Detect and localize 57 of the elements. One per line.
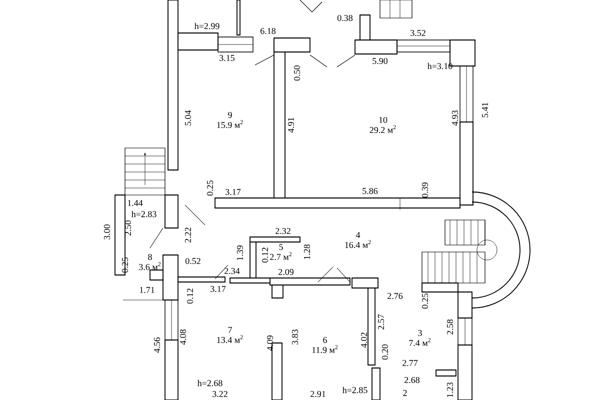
dimension-label: 4.93 (452, 110, 458, 126)
dimension-label: 1.39 (236, 246, 244, 260)
dimension-label: 2.76 (388, 292, 403, 300)
dimension-label: 2.91 (310, 390, 326, 398)
room-label: 4 16.4 м$^{2}$ (345, 232, 371, 248)
dimension-label: 3.17 (210, 286, 226, 292)
dimension-label: 3.00 (104, 224, 110, 240)
dimension-label: 2.22 (184, 228, 192, 242)
dimension-label: 4.02 (360, 332, 368, 348)
dimension-label: 0.12 (262, 248, 268, 263)
dimension-label: 1.28 (304, 244, 310, 260)
dimension-label: 3.52 (410, 30, 426, 36)
dimension-label: 5.90 (372, 58, 388, 64)
room-label: 9 15.9 м$^{2}$ (217, 112, 243, 128)
dimension-label: 0.12 (186, 288, 194, 304)
dimension-label: 3.17 (226, 188, 241, 196)
dimension-label: h=2.99 (194, 22, 220, 30)
dimension-label: 0.52 (185, 258, 200, 264)
dimension-label: 5.41 (482, 102, 488, 118)
dimension-label: 0.25 (422, 293, 428, 309)
dimension-label: 1.23 (446, 382, 454, 398)
dimension-label: 2.57 (378, 314, 384, 330)
dimension-label: h=2.68 (197, 380, 222, 386)
dimension-label: 2.34 (224, 268, 240, 274)
dimension-label: 6.18 (260, 28, 276, 34)
dimension-label: 4.91 (288, 118, 294, 133)
room-label: 2 (403, 390, 407, 396)
dimension-label: 0.25 (206, 180, 214, 196)
dimension-label: h=2.83 (131, 210, 156, 218)
dimension-label: 2.09 (278, 268, 294, 276)
dimension-label: 0.38 (337, 14, 353, 22)
dimension-label: h=3.10 (427, 62, 452, 70)
dimension-label: 0.20 (382, 344, 388, 360)
dimension-label: 1.44 (128, 200, 143, 206)
room-label: 3 7.4 м$^{2}$ (409, 330, 431, 346)
dimension-label: 4.08 (180, 329, 186, 345)
dimension-label: 4.09 (266, 336, 274, 351)
dimension-label: 5.86 (362, 188, 378, 194)
dimension-label: 3.22 (212, 390, 228, 398)
dimension-label: 2.32 (276, 228, 290, 234)
dimension-label: 0.25 (122, 257, 128, 273)
dimension-label: 5.04 (184, 110, 192, 126)
room-label: 5 2.7 м$^{2}$ (270, 244, 292, 260)
dimension-label: h=2.85 (342, 386, 368, 394)
dimension-label: 3.15 (220, 54, 235, 62)
dimension-label: 2.58 (446, 319, 454, 334)
dimension-label: 1.71 (140, 286, 154, 294)
dimension-label: 2.77 (402, 360, 418, 366)
room-label: 7 13.4 м$^{2}$ (217, 327, 243, 344)
dimension-label: 0.50 (294, 65, 300, 81)
dimension-label: 2.50 (124, 220, 132, 236)
dimension-label: 2.68 (404, 376, 420, 384)
room-label: 6 11.9 м$^{2}$ (312, 336, 338, 354)
dimension-label: 4.56 (154, 337, 160, 353)
dimension-label: 0.39 (422, 182, 428, 198)
room-label: 10 29.2 м$^{2}$ (370, 116, 396, 134)
dimension-label: 3.83 (292, 329, 298, 344)
